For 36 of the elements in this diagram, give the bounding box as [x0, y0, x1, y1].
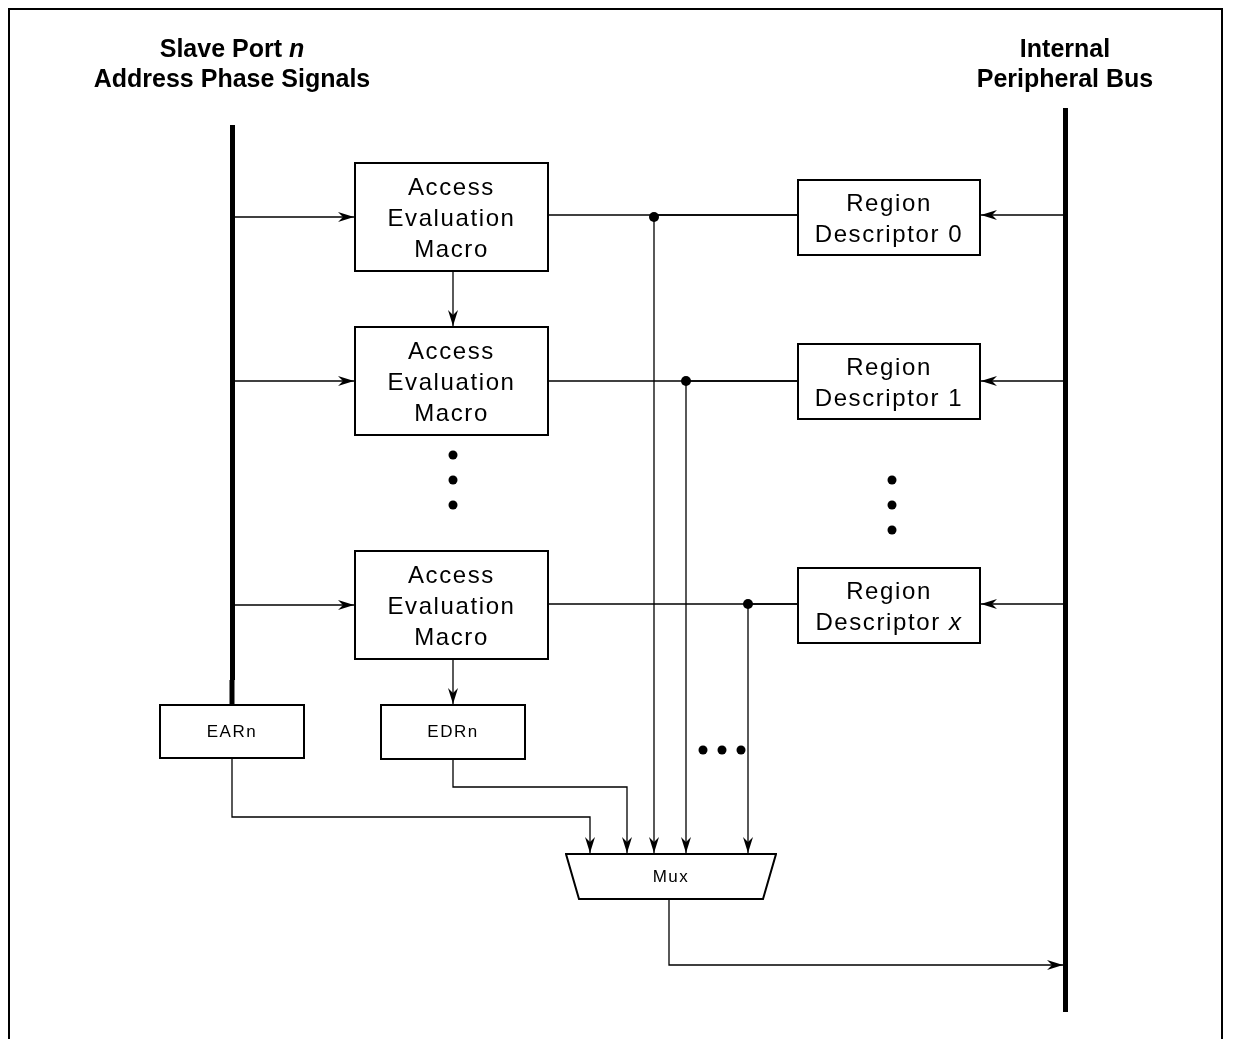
arrow	[231, 758, 595, 854]
block-label: Region Descriptor x	[814, 575, 964, 637]
arrow	[448, 271, 458, 327]
block-box	[354, 162, 549, 272]
block-box	[354, 550, 549, 660]
bus-label: Internal Peripheral Bus	[975, 33, 1155, 93]
arrow	[681, 380, 798, 854]
arrow	[649, 214, 798, 854]
mux-trapezoid	[565, 853, 777, 900]
arrow	[980, 376, 1064, 386]
block-label: Access Evaluation Macro	[386, 171, 517, 264]
arrow	[233, 212, 355, 222]
block-box	[354, 326, 549, 436]
bus-label: Address Phase Signals	[93, 63, 371, 93]
block-label: Region Descriptor 0	[813, 187, 965, 249]
block-box	[159, 704, 305, 759]
bus-label: Slave Port n	[159, 33, 305, 63]
block-label: Access Evaluation Macro	[386, 559, 517, 652]
block-box	[797, 343, 981, 420]
block-label: Region Descriptor 1	[813, 351, 965, 413]
connector-line	[229, 680, 235, 704]
arrow	[448, 659, 458, 705]
block-label: Mux	[652, 866, 690, 887]
block-box	[380, 704, 526, 760]
arrow	[452, 759, 632, 854]
arrow	[980, 599, 1064, 609]
arrow	[233, 600, 355, 610]
block-label: EARn	[206, 721, 258, 742]
block-box	[797, 179, 981, 256]
block-label: Access Evaluation Macro	[386, 335, 517, 428]
arrow	[743, 603, 798, 854]
block-box	[797, 567, 981, 644]
arrow	[233, 376, 355, 386]
arrow	[668, 899, 1064, 970]
block-label: EDRn	[427, 722, 479, 742]
arrow	[980, 210, 1064, 220]
